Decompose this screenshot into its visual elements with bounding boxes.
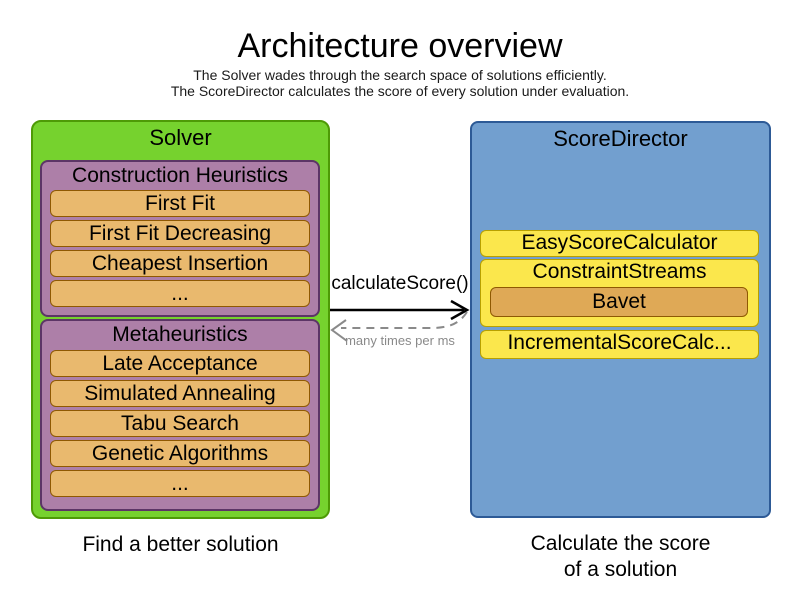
heuristic-item-first-fit-decreasing: First Fit Decreasing — [50, 220, 310, 247]
frequency-label: many times per ms — [345, 333, 455, 348]
scoredirector-box: ScoreDirector EasyScoreCalculator Constr… — [470, 121, 771, 518]
heuristic-item-ellipsis: ... — [50, 280, 310, 307]
scoredirector-caption: Calculate the score of a solution — [470, 531, 771, 583]
metaheuristics-box: Metaheuristics Late Acceptance Simulated… — [40, 319, 320, 511]
subtitle-line-2: The ScoreDirector calculates the score o… — [170, 83, 630, 99]
incremental-score-calculator-row: IncrementalScoreCalc... — [480, 330, 759, 359]
calculate-score-label: calculateScore() — [331, 273, 469, 294]
construction-heuristics-title: Construction Heuristics — [72, 164, 288, 187]
heuristic-item-first-fit: First Fit — [50, 190, 310, 217]
metaheuristic-item-simulated-annealing: Simulated Annealing — [50, 380, 310, 407]
constraint-streams-row: ConstraintStreams Bavet — [480, 259, 759, 327]
solver-caption: Find a better solution — [82, 533, 279, 556]
scoredirector-title: ScoreDirector — [553, 126, 688, 151]
metaheuristic-item-tabu-search: Tabu Search — [50, 410, 310, 437]
metaheuristic-item-late-acceptance: Late Acceptance — [50, 350, 310, 377]
constraint-streams-label: ConstraintStreams — [532, 260, 707, 283]
metaheuristics-title: Metaheuristics — [112, 323, 248, 346]
scoredirector-caption-line-1: Calculate the score — [530, 532, 711, 555]
subtitle-line-1: The Solver wades through the search spac… — [193, 67, 607, 83]
subtitle: The Solver wades through the search spac… — [0, 67, 800, 99]
solver-box: Solver Construction Heuristics First Fit… — [31, 120, 330, 519]
scoredirector-caption-line-2: of a solution — [563, 558, 678, 581]
metaheuristic-item-genetic-algorithms: Genetic Algorithms — [50, 440, 310, 467]
solver-title: Solver — [149, 125, 212, 150]
easy-score-calculator-row: EasyScoreCalculator — [480, 230, 759, 257]
page-title: Architecture overview — [237, 27, 563, 65]
arrow-right-head-icon — [450, 299, 470, 321]
bavet-chip: Bavet — [490, 287, 748, 317]
metaheuristic-item-ellipsis: ... — [50, 470, 310, 497]
heuristic-item-cheapest-insertion: Cheapest Insertion — [50, 250, 310, 277]
calculate-score-arrow — [330, 299, 470, 321]
construction-heuristics-box: Construction Heuristics First Fit First … — [40, 160, 320, 317]
